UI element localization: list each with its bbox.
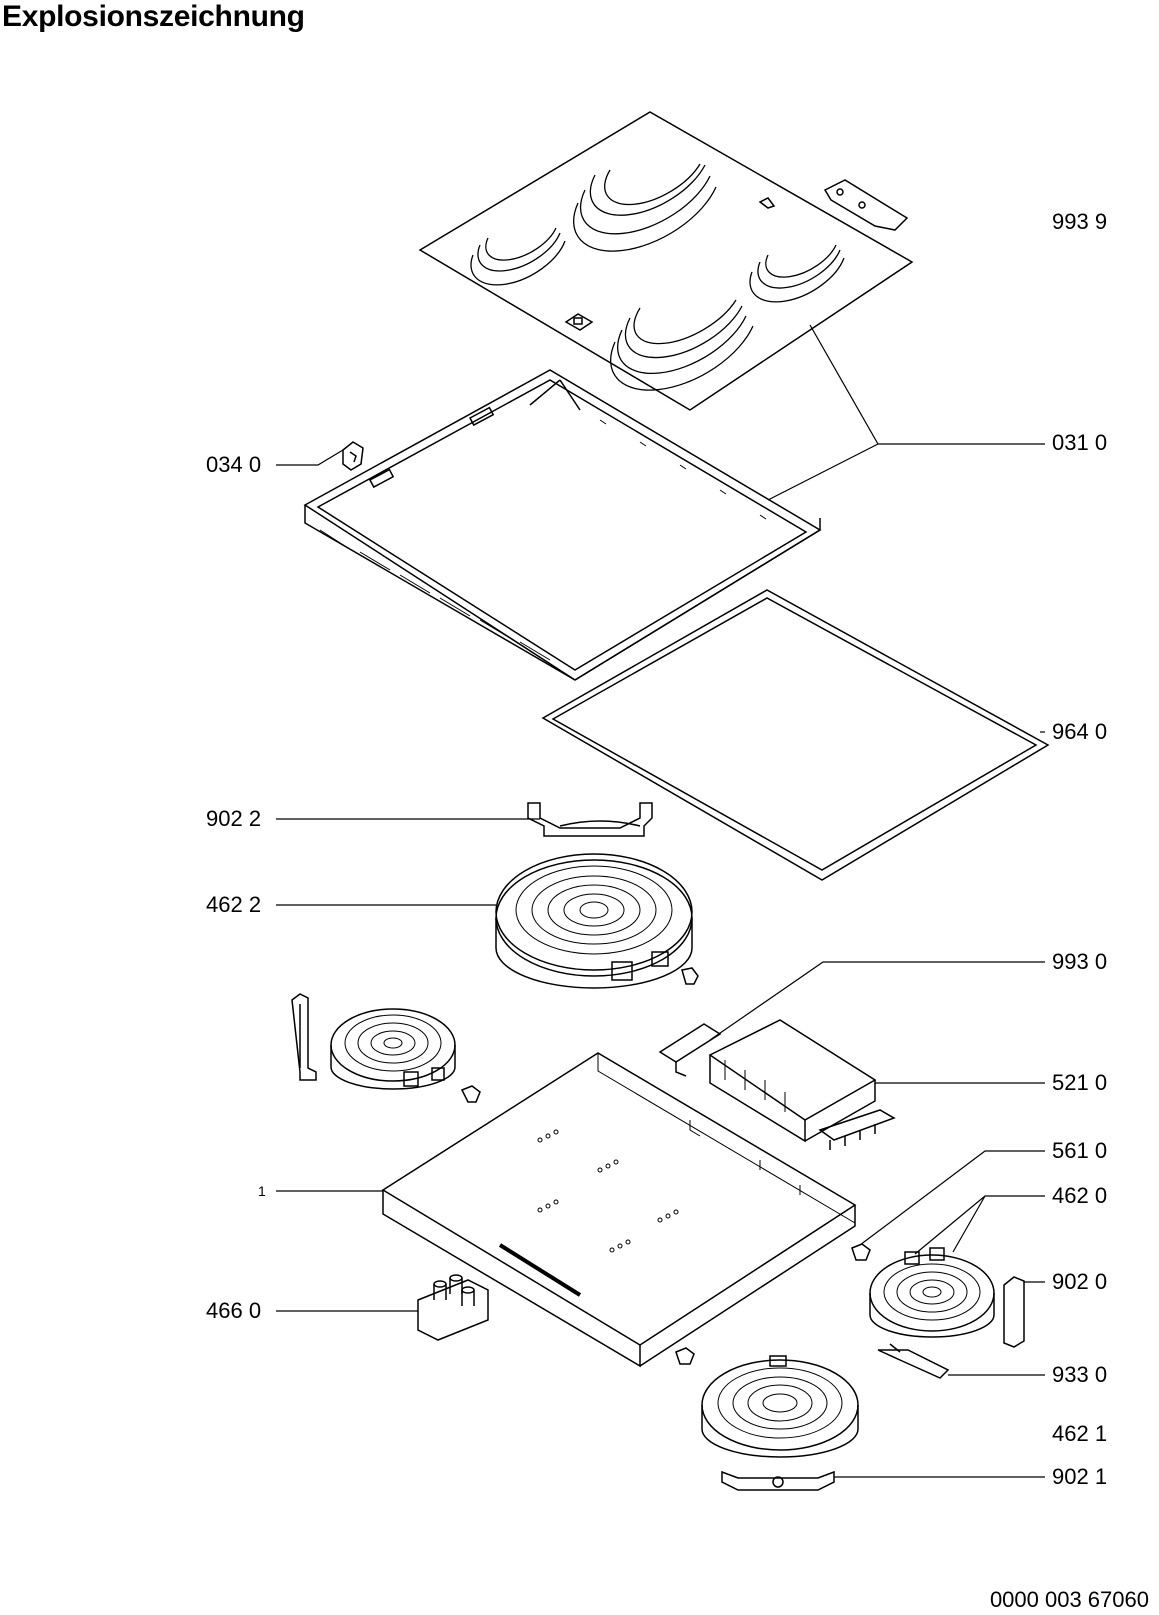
label-462-0: 462 0 xyxy=(1052,1183,1107,1208)
cooktop-frame xyxy=(303,369,822,681)
part-labels: 993 9 031 0 034 0 964 0 902 2 462 2 993 … xyxy=(206,209,1107,1489)
terminal-block xyxy=(417,1274,489,1341)
document-number: 0000 003 67060 xyxy=(989,1587,1149,1612)
label-561-0: 561 0 xyxy=(1052,1138,1107,1163)
label-031-0: 031 0 xyxy=(1052,430,1107,455)
label-933-0: 933 0 xyxy=(1052,1362,1107,1387)
temperature-limiter xyxy=(877,1343,950,1379)
page-title: Explosionszeichnung xyxy=(2,0,305,33)
base-tray xyxy=(381,1052,857,1368)
terminal-bracket xyxy=(658,1023,722,1077)
label-964-0: 964 0 xyxy=(1052,719,1107,744)
leader-lines xyxy=(276,324,1045,1478)
label-902-2: 902 2 xyxy=(206,806,261,831)
radiant-heater-large xyxy=(495,853,699,989)
frame-seal xyxy=(541,589,1050,881)
label-993-9: 993 9 xyxy=(1052,209,1107,234)
heater-bracket-top xyxy=(527,802,653,837)
label-521-0: 521 0 xyxy=(1052,1070,1107,1095)
label-1: 1 xyxy=(258,1183,266,1199)
control-module xyxy=(708,1019,896,1150)
radiant-heater-right xyxy=(851,1243,1025,1348)
clip-part xyxy=(342,441,364,471)
label-462-1: 462 1 xyxy=(1052,1421,1107,1446)
radiant-heater-left xyxy=(291,993,481,1103)
heater-bracket-bottom xyxy=(721,1470,835,1491)
label-466-0: 466 0 xyxy=(206,1298,261,1323)
label-462-2: 462 2 xyxy=(206,892,261,917)
label-034-0: 034 0 xyxy=(206,452,261,477)
label-902-1: 902 1 xyxy=(1052,1464,1107,1489)
label-902-0: 902 0 xyxy=(1052,1269,1107,1294)
radiant-heater-bottom xyxy=(675,1347,859,1458)
label-993-0: 993 0 xyxy=(1052,949,1107,974)
glass-ceramic-top xyxy=(418,111,914,411)
